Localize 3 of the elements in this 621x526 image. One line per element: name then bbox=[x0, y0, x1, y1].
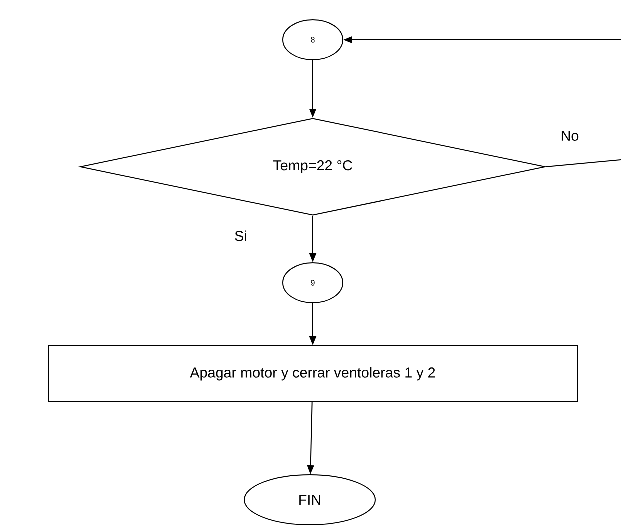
process-box: Apagar motor y cerrar ventoleras 1 y 2 bbox=[48, 346, 578, 402]
edge-label: Si bbox=[235, 230, 246, 242]
edge-label: No bbox=[562, 130, 579, 142]
